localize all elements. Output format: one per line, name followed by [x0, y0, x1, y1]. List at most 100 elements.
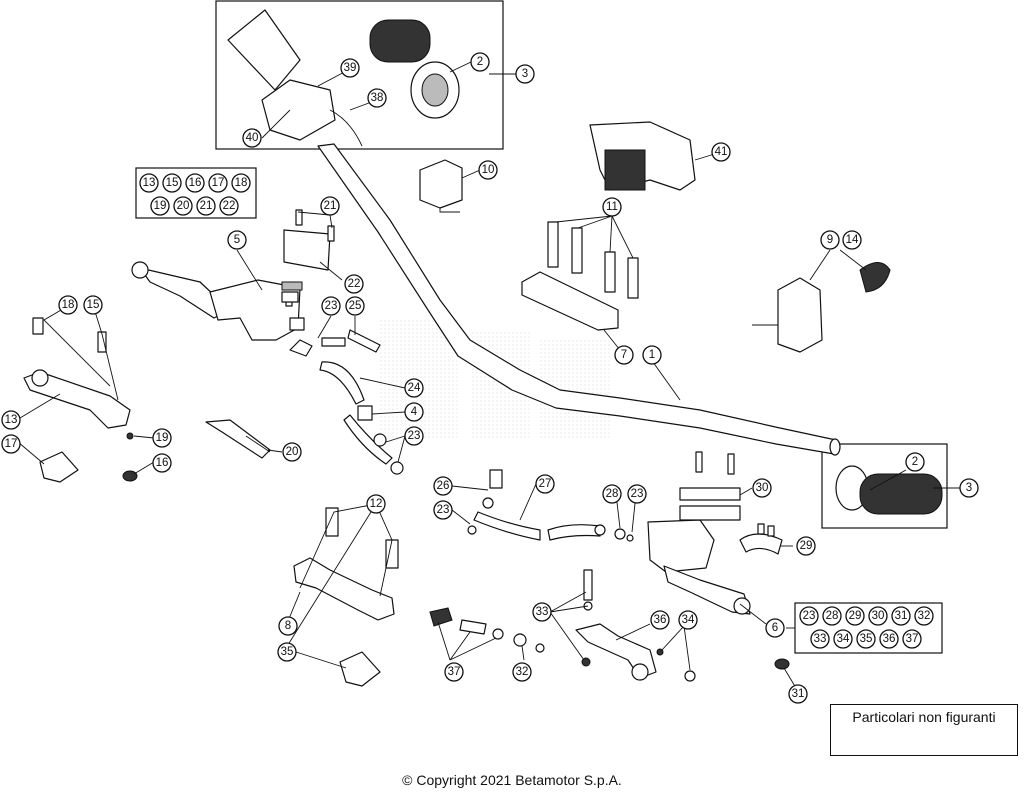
- callout-19: 19: [152, 428, 172, 448]
- parts-37-drawing: [429, 607, 545, 653]
- master-cylinder-6-drawing: [594, 451, 783, 615]
- not-shown-parts-box: Particolari non figuranti: [830, 704, 1018, 756]
- svg-text:41: 41: [715, 146, 728, 158]
- svg-text:2: 2: [912, 456, 918, 468]
- svg-text:8: 8: [285, 620, 291, 632]
- svg-text:20: 20: [177, 200, 190, 212]
- part-31-drawing: [774, 658, 790, 670]
- copyright-text: © Copyright 2021 Betamotor S.p.A.: [402, 772, 622, 788]
- group-left-21: 21: [196, 196, 216, 216]
- svg-text:28: 28: [826, 610, 839, 622]
- clamp-7-drawing: [521, 221, 639, 331]
- callout-31: 31: [788, 684, 808, 704]
- callout-37: 37: [444, 662, 464, 682]
- callout-15: 15: [83, 295, 103, 315]
- svg-text:29: 29: [849, 610, 862, 622]
- svg-text:3: 3: [966, 482, 972, 494]
- callout-40: 40: [242, 128, 262, 148]
- svg-text:23: 23: [631, 488, 644, 500]
- group-right-37: 37: [902, 629, 922, 649]
- svg-text:3: 3: [522, 68, 528, 80]
- svg-text:40: 40: [246, 132, 259, 144]
- svg-text:30: 30: [756, 482, 769, 494]
- svg-text:17: 17: [5, 438, 18, 450]
- callout-11: 11: [602, 197, 622, 217]
- switch-9-drawing: [752, 262, 891, 353]
- svg-text:19: 19: [154, 200, 167, 212]
- svg-text:37: 37: [906, 633, 919, 645]
- svg-text:35: 35: [860, 633, 873, 645]
- callout-2-right: 2: [905, 452, 925, 472]
- svg-text:4: 4: [411, 406, 418, 418]
- svg-text:34: 34: [837, 633, 850, 645]
- svg-text:36: 36: [883, 633, 896, 645]
- callout-5: 5: [227, 230, 247, 250]
- svg-text:2: 2: [477, 56, 483, 68]
- callout-16: 16: [152, 453, 172, 473]
- svg-text:28: 28: [606, 488, 619, 500]
- callout-41: 41: [711, 142, 731, 162]
- group-left-13: 13: [139, 173, 159, 193]
- svg-text:14: 14: [846, 234, 859, 246]
- group-right-35: 35: [856, 629, 876, 649]
- svg-text:6: 6: [772, 622, 778, 634]
- callout-23-d: 23: [627, 484, 647, 504]
- svg-text:7: 7: [621, 349, 627, 361]
- svg-text:37: 37: [448, 666, 461, 678]
- svg-text:1: 1: [649, 349, 655, 361]
- callout-23-a: 23: [321, 296, 341, 316]
- svg-text:13: 13: [143, 177, 156, 189]
- svg-text:32: 32: [918, 610, 931, 622]
- callout-12: 12: [366, 494, 386, 514]
- svg-text:32: 32: [516, 666, 529, 678]
- group-right-36: 36: [879, 629, 899, 649]
- callout-2-top: 2: [470, 52, 490, 72]
- svg-text:17: 17: [212, 177, 225, 189]
- callout-25: 25: [345, 296, 365, 316]
- group-left-22: 22: [219, 196, 239, 216]
- leader-lines: [17, 61, 960, 689]
- callout-22: 22: [344, 274, 364, 294]
- clutch-lever-13-drawing: [23, 317, 138, 483]
- svg-text:35: 35: [281, 646, 294, 658]
- callout-34: 34: [678, 610, 698, 630]
- group-left-17: 17: [208, 173, 228, 193]
- svg-text:16: 16: [189, 177, 202, 189]
- callout-35: 35: [277, 642, 297, 662]
- svg-text:21: 21: [324, 200, 337, 212]
- callout-33: 33: [532, 602, 552, 622]
- callout-24: 24: [404, 378, 424, 398]
- group-frame-left: [135, 167, 257, 219]
- group-right-33: 33: [810, 629, 830, 649]
- callout-28: 28: [602, 484, 622, 504]
- top-left-frame: [215, 0, 504, 150]
- svg-text:5: 5: [234, 234, 240, 246]
- svg-text:10: 10: [482, 164, 495, 176]
- callout-18: 18: [58, 295, 78, 315]
- callout-6: 6: [765, 618, 785, 638]
- group-right-34: 34: [833, 629, 853, 649]
- group-left-18: 18: [231, 173, 251, 193]
- svg-text:16: 16: [156, 457, 169, 469]
- callout-21: 21: [320, 196, 340, 216]
- hose-24-drawing: [319, 361, 404, 475]
- svg-text:34: 34: [682, 614, 695, 626]
- svg-text:27: 27: [539, 478, 552, 490]
- part-35-drawing: [339, 651, 381, 687]
- group-right-32: 32: [914, 606, 934, 626]
- group-left-16: 16: [185, 173, 205, 193]
- svg-text:15: 15: [166, 177, 179, 189]
- svg-text:21: 21: [200, 200, 213, 212]
- svg-text:30: 30: [872, 610, 885, 622]
- callout-3-right: 3: [959, 478, 979, 498]
- callout-3-top: 3: [515, 64, 535, 84]
- callout-7: 7: [614, 345, 634, 365]
- svg-text:36: 36: [654, 614, 667, 626]
- lower-clamp-8-drawing: [293, 507, 399, 621]
- svg-text:13: 13: [5, 414, 18, 426]
- svg-text:11: 11: [606, 201, 618, 213]
- group-right-31: 31: [891, 606, 911, 626]
- svg-text:39: 39: [344, 62, 357, 74]
